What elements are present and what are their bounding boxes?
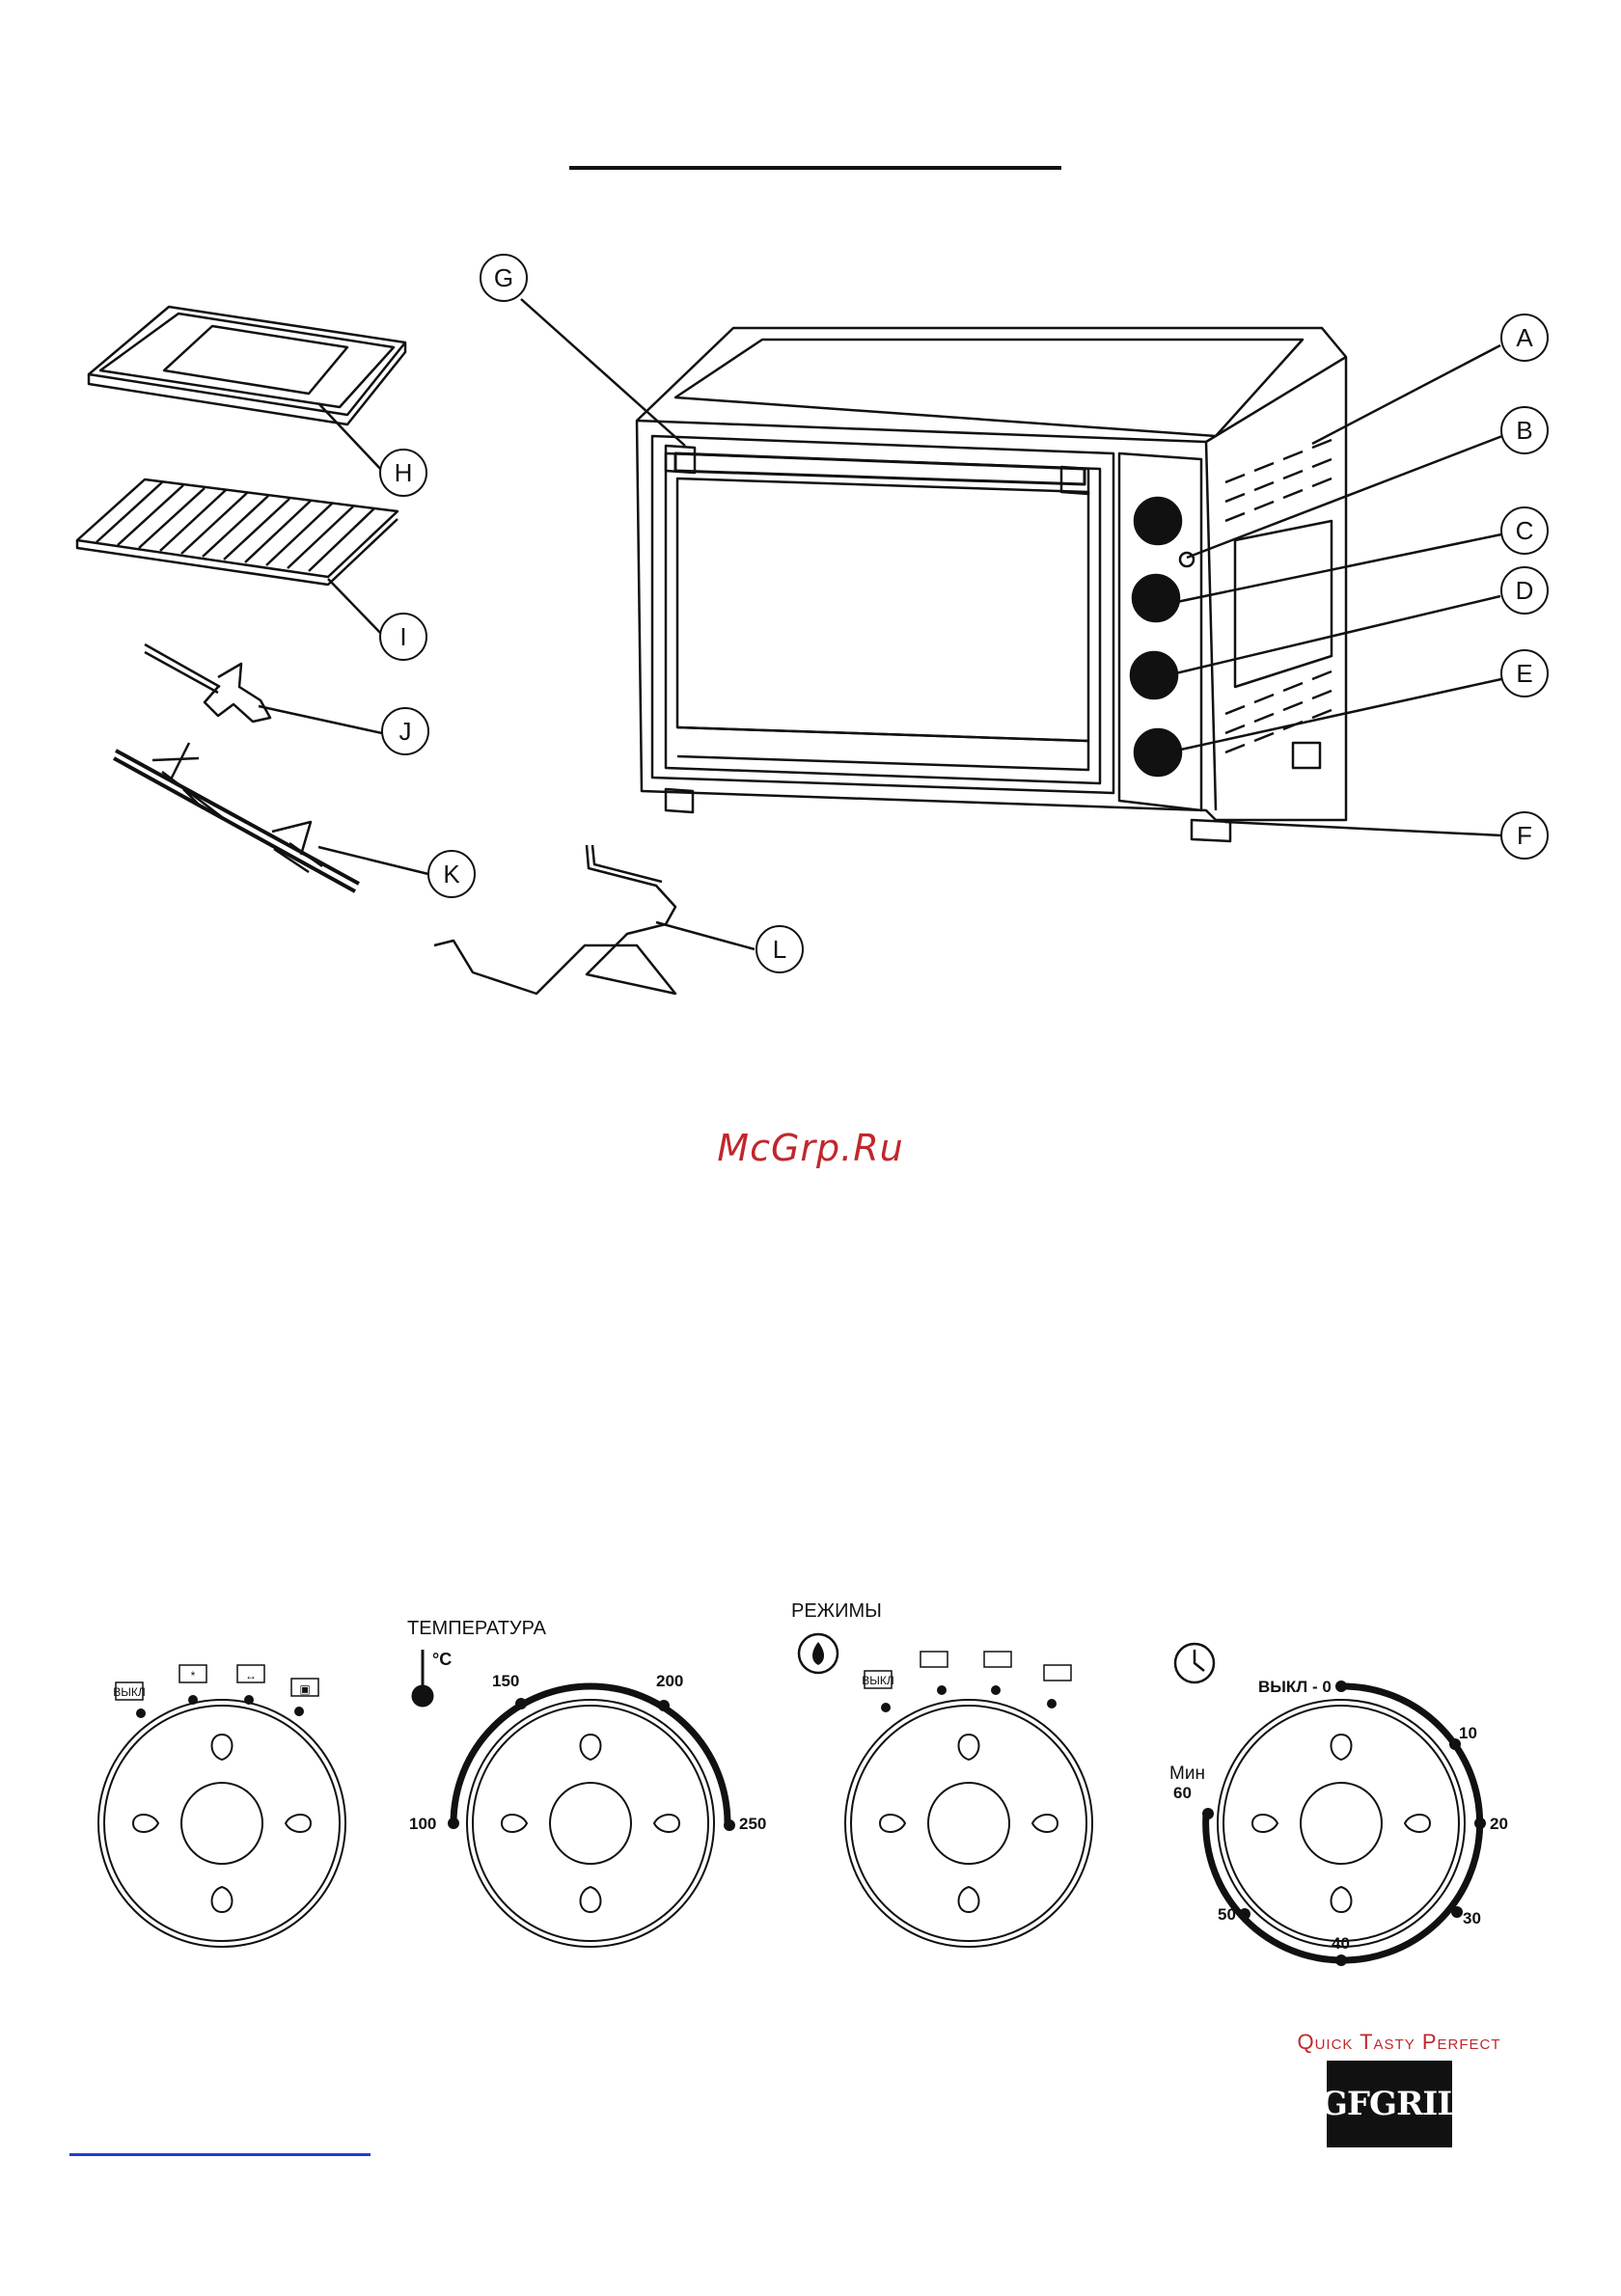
label-g-text: G [494, 263, 513, 292]
watermark: McGrp.Ru [0, 1127, 1621, 1169]
label-l-text: L [773, 935, 786, 964]
flame-icon [799, 1634, 838, 1673]
temp-200: 200 [656, 1672, 683, 1690]
wire-rack-illustration [77, 479, 398, 585]
baking-tray-illustration [89, 307, 405, 424]
timer-10: 10 [1459, 1724, 1477, 1742]
mode-knob [98, 1700, 345, 1947]
brand-tagline: Quick Tasty Perfect [1254, 2030, 1544, 2055]
rotisserie-spit-illustration [114, 743, 359, 891]
mode-knob-icons [116, 1665, 318, 1700]
function-title: РЕЖИМЫ [791, 1600, 882, 1622]
label-k-text: K [443, 860, 460, 888]
timer-unit: Мин [1169, 1763, 1205, 1784]
label-c-text: C [1516, 516, 1534, 545]
label-e-text: E [1516, 659, 1532, 688]
oven-parts-diagram: G A B C D E F H I J K L [0, 0, 1621, 1061]
label-f-text: F [1517, 821, 1532, 850]
temperature-knob [467, 1700, 714, 1947]
label-a-text: A [1516, 323, 1533, 352]
mode-option-convection: ↔ [245, 1669, 257, 1682]
oven-illustration [637, 328, 1346, 841]
temp-250: 250 [739, 1815, 766, 1833]
mode-option-defrost: * [191, 1669, 196, 1682]
footer-link-underline[interactable] [69, 2153, 371, 2156]
clock-icon [1175, 1644, 1214, 1682]
label-b-text: B [1516, 416, 1532, 445]
timer-off: ВЫКЛ - 0 [1258, 1678, 1332, 1696]
temp-150: 150 [492, 1672, 519, 1690]
label-i-text: I [399, 622, 406, 651]
function-knob-icons [865, 1652, 1071, 1688]
rotisserie-fork-illustration [145, 644, 270, 722]
mode-option-off: ВЫКЛ [113, 1685, 146, 1699]
temperature-unit: °C [432, 1650, 452, 1669]
timer-knob [1218, 1700, 1465, 1947]
brand-block: Quick Tasty Perfect GFGRIL [1254, 2026, 1544, 2161]
control-knobs-panel: ВЫКЛ * ↔ ▣ ТЕМПЕРАТУРА °C 100 150 200 25… [0, 1582, 1621, 1968]
label-d-text: D [1516, 576, 1534, 605]
temp-100: 100 [409, 1815, 436, 1833]
label-h-text: H [395, 458, 413, 487]
label-j-text: J [399, 717, 412, 746]
mode-option-grill: ▣ [299, 1682, 310, 1696]
timer-50: 50 [1218, 1905, 1236, 1924]
timer-40: 40 [1332, 1934, 1350, 1953]
function-knob [845, 1700, 1092, 1947]
timer-60: 60 [1173, 1784, 1192, 1802]
timer-30: 30 [1463, 1909, 1481, 1927]
temperature-title: ТЕМПЕРАТУРА [407, 1618, 547, 1639]
thermometer-icon [413, 1650, 432, 1706]
function-option-off: ВЫКЛ [862, 1674, 894, 1687]
timer-20: 20 [1490, 1815, 1508, 1833]
brand-logo: GFGRIL [1327, 2061, 1452, 2147]
